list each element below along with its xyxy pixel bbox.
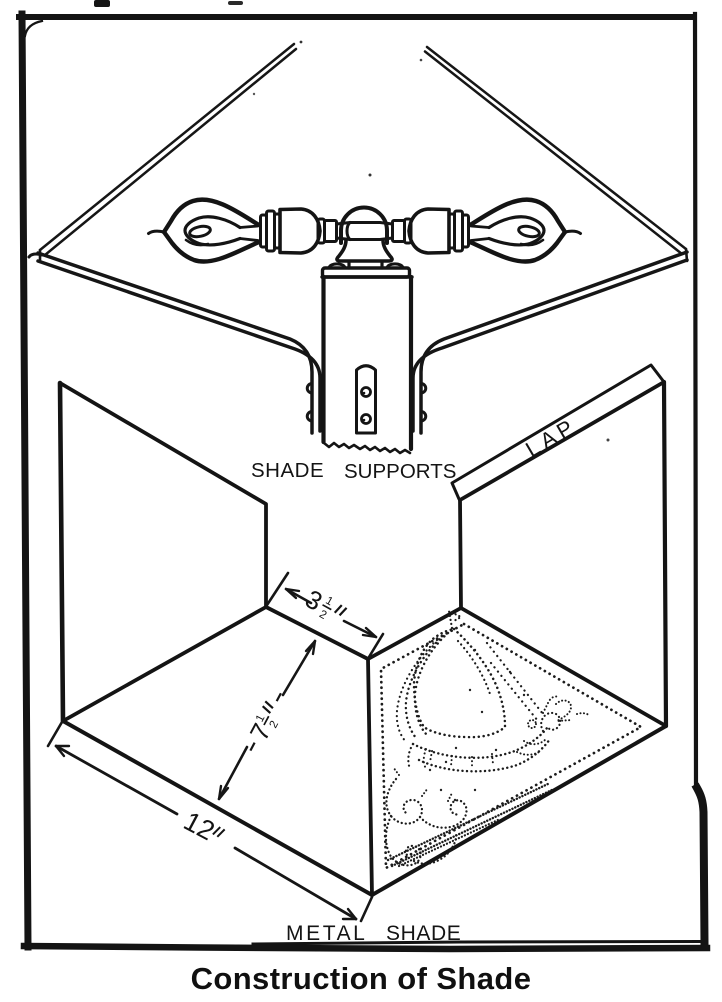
svg-text:2: 2 — [317, 608, 328, 622]
svg-text:Construction of Shade: Construction of Shade — [191, 961, 532, 996]
svg-text:2: 2 — [268, 719, 282, 730]
svg-text:1: 1 — [254, 713, 268, 724]
svg-text:SUPPORTS: SUPPORTS — [344, 460, 456, 483]
svg-text:METAL: METAL — [286, 922, 367, 945]
svg-text:1: 1 — [323, 595, 334, 609]
svg-text:SHADE: SHADE — [251, 459, 324, 482]
svg-text:SHADE: SHADE — [386, 922, 461, 945]
